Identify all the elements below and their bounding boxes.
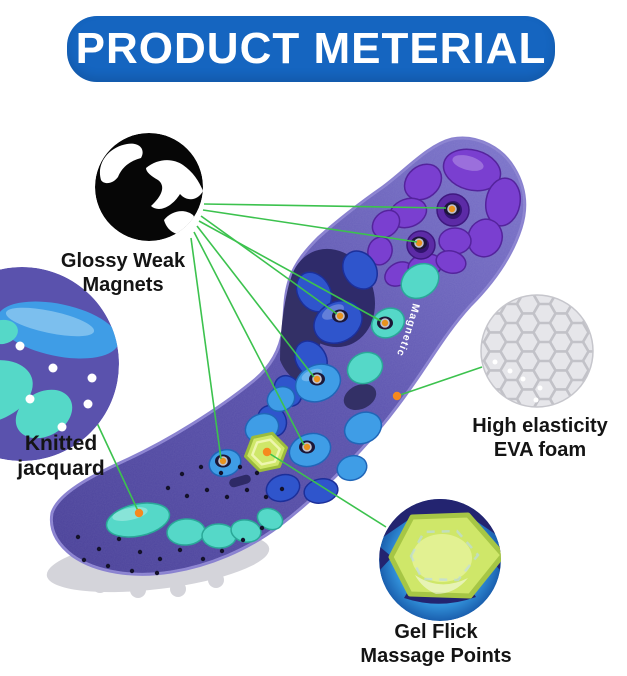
magnet-line-6 — [193, 231, 305, 446]
knitted-stitch-dots — [15, 341, 97, 432]
label-line: Knitted — [24, 432, 98, 455]
label-line: jacquard — [17, 457, 105, 481]
gel-highlight — [412, 534, 472, 582]
label-eva-foam: High elasticity EVA foam — [440, 414, 627, 462]
magnet-detail-circle — [95, 133, 203, 241]
eva-circle-rim — [480, 294, 594, 408]
insole: Magnetic — [46, 136, 527, 598]
eva-line — [396, 366, 483, 397]
gel-gloss — [415, 575, 468, 594]
gel-marker-dot — [262, 447, 272, 457]
magnet-line-4 — [198, 220, 382, 322]
label-gel-flick: Gel Flick Massage Points — [336, 620, 536, 668]
magnet-line-1 — [203, 203, 447, 209]
magnet-line-5 — [196, 225, 315, 378]
magnet-line-3 — [200, 215, 338, 315]
heel-pads — [105, 502, 284, 549]
label-line: Massage Points — [360, 645, 512, 667]
knitted-marker-dot — [134, 508, 144, 518]
ventilation-holes — [75, 464, 285, 576]
teal-pads — [346, 262, 440, 385]
marker-dots — [134, 391, 402, 518]
eva-foam-detail-circle — [481, 295, 593, 407]
label-line: High elasticity — [472, 415, 608, 437]
gel-inner-ring — [409, 529, 480, 582]
foam-pore-dots — [492, 359, 543, 403]
knitted-line — [96, 422, 140, 514]
knitted-detail-circle — [0, 267, 119, 461]
magnet-line-7 — [190, 237, 222, 460]
magnet-cores — [219, 205, 456, 465]
label-line: Glossy Weak — [60, 250, 186, 272]
gel-detail-circle — [379, 499, 501, 621]
label-glossy-weak-magnets: Glossy Weak Magnets — [23, 249, 223, 297]
title-banner: PRODUCT METERIAL — [67, 16, 555, 82]
gel-line — [266, 451, 387, 528]
page-title: PRODUCT METERIAL — [75, 24, 547, 73]
callout-lines — [96, 203, 483, 528]
label-knitted-jacquard: Knitted jacquard — [0, 431, 141, 481]
eva-marker-dot — [392, 391, 402, 401]
label-line: EVA foam — [493, 439, 587, 461]
magnet-line-2 — [202, 209, 418, 243]
label-line: Magnets — [82, 274, 164, 296]
label-line: Gel Flick — [394, 621, 478, 643]
